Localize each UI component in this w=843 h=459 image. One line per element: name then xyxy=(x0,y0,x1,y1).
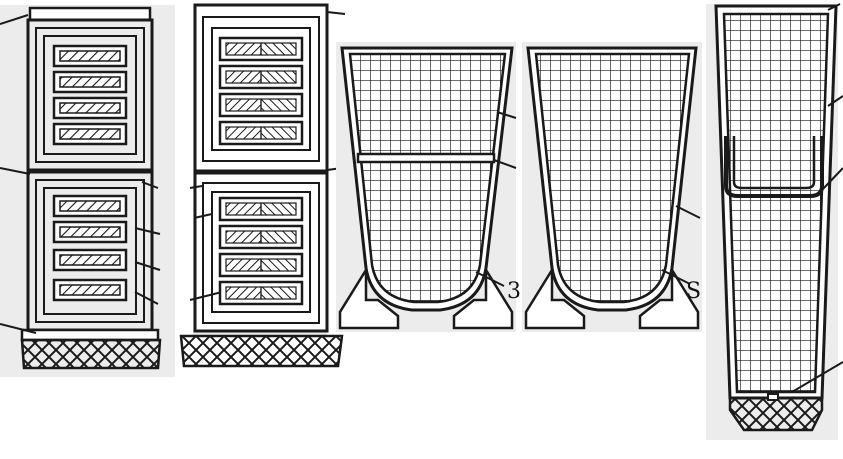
core-slot xyxy=(218,64,304,90)
core-slot xyxy=(52,70,128,94)
panel-5 xyxy=(706,3,843,440)
core-slot xyxy=(52,248,128,272)
panel-2 xyxy=(179,3,346,368)
panel-3-label: 3 xyxy=(507,279,521,304)
core-slot xyxy=(218,92,304,118)
core-slot xyxy=(52,44,128,68)
core-slot xyxy=(218,252,304,278)
core-slot xyxy=(52,122,128,146)
core-slot xyxy=(52,220,128,244)
core-slot xyxy=(52,194,128,218)
panel-1 xyxy=(0,5,175,377)
core-slot xyxy=(218,36,304,62)
panel-4-label: S xyxy=(686,279,701,304)
core-slot xyxy=(218,196,304,222)
core-slot xyxy=(218,224,304,250)
panel-4: S xyxy=(522,42,702,332)
core-slot xyxy=(218,120,304,146)
panel-3: 3 xyxy=(336,42,521,332)
core-slot xyxy=(52,278,128,302)
core-slot xyxy=(52,96,128,120)
core-slot xyxy=(218,280,304,306)
